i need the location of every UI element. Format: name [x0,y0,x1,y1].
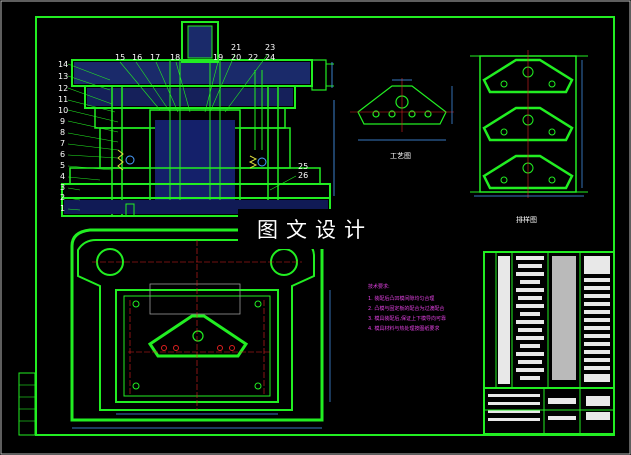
part-label-9: 9 [60,117,65,126]
part-label-17: 17 [150,53,160,62]
part-label-19: 19 [213,53,223,62]
part-label-23: 23 [265,43,275,52]
side-stamp-box [18,372,36,436]
part-labels-right: 25 26 [298,162,308,180]
tech-requirements-title: 技术要求: [368,283,390,290]
part-label-18: 18 [170,53,180,62]
tech-requirement-line: 4. 模具材料与热处理按图纸要求 [368,325,439,332]
part-labels-top: 15 16 17 18 19 20 21 22 23 24 [115,43,275,62]
part-label-16: 16 [132,53,142,62]
part-label-21: 21 [231,43,241,52]
part-label-14: 14 [58,60,68,69]
layout-diagram-label: 排样图 [516,215,537,224]
part-label-6: 6 [60,150,65,159]
part-label-1: 1 [60,204,65,213]
parts-list-table [483,251,615,435]
watermark-background [238,209,392,249]
part-label-12: 12 [58,84,68,93]
part-label-4: 4 [60,172,65,181]
tech-requirement-line: 1. 装配后凸凹模间隙均匀合理 [368,295,434,302]
part-label-20: 20 [231,53,241,62]
part-label-5: 5 [60,161,65,170]
part-label-3: 3 [60,183,65,192]
layout-diagram [470,50,588,198]
part-label-25: 25 [298,162,308,171]
main-section-view [61,21,335,217]
tech-requirement-line: 3. 模具装配后,保证上下模导向可靠 [368,315,446,322]
drawing-frame [35,16,615,436]
tech-requirements: 技术要求: 1. 装配后凸凹模间隙均匀合理 2. 凸模与固定板的配合为过渡配合 … [368,283,446,332]
part-label-11: 11 [58,95,68,104]
part-label-22: 22 [248,53,258,62]
part-label-24: 24 [265,53,275,62]
part-label-10: 10 [58,106,68,115]
process-diagram [350,78,454,141]
part-label-13: 13 [58,72,68,81]
plan-view [70,228,331,429]
part-label-15: 15 [115,53,125,62]
part-label-26: 26 [298,171,308,180]
part-labels-left: 14 13 12 11 10 9 8 7 6 5 4 3 2 1 [58,60,68,213]
part-label-2: 2 [60,193,65,202]
tech-requirement-line: 2. 凸模与固定板的配合为过渡配合 [368,305,444,312]
process-diagram-label: 工艺图 [390,152,411,160]
part-label-7: 7 [60,139,65,148]
watermark-text: 图文设计 [257,218,373,242]
part-label-8: 8 [60,128,65,137]
